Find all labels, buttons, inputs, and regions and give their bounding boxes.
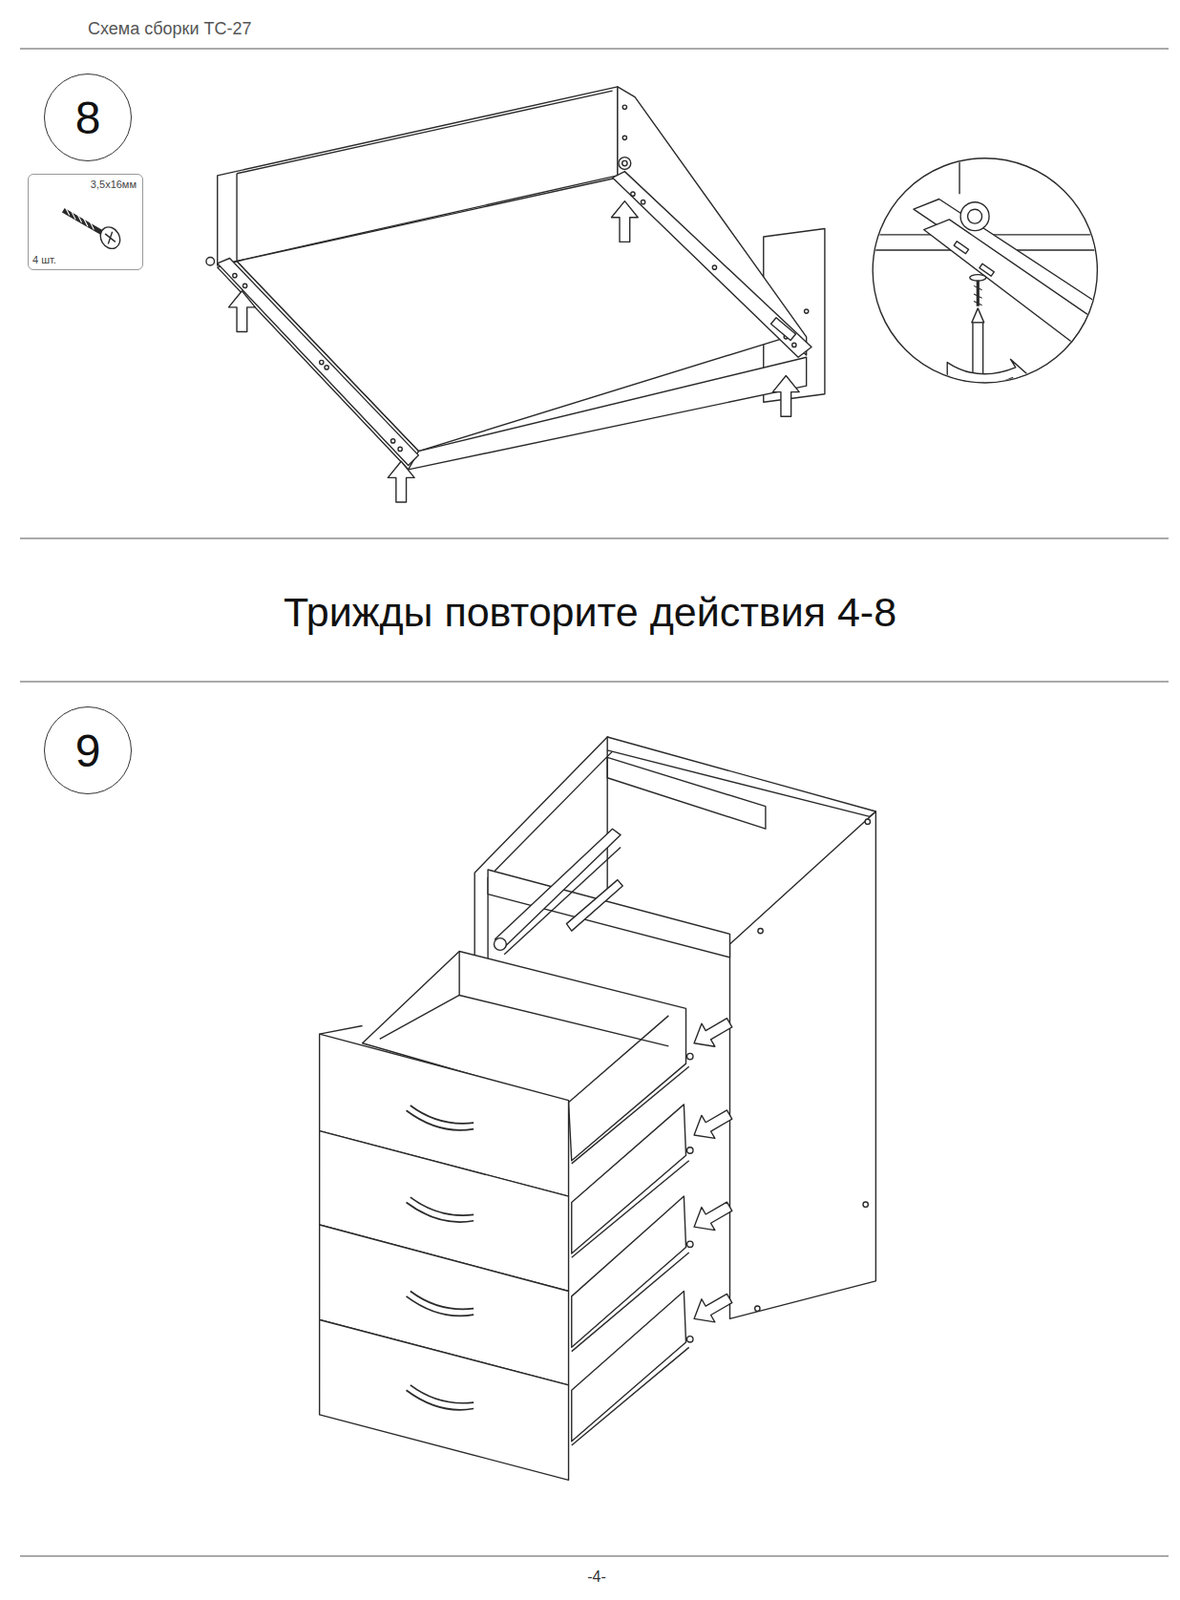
- rule-line: [20, 48, 1169, 50]
- fastener-spec: 4 шт.: [32, 253, 57, 266]
- page-number: -4-: [587, 1568, 607, 1586]
- screw-icon: [63, 207, 124, 253]
- direction-arrow: [229, 201, 801, 503]
- fastener-box: 3,5x16мм 4 шт.: [27, 173, 144, 271]
- rule-line: [20, 1556, 1169, 1558]
- step-number-text: 9: [75, 724, 102, 778]
- step-number: 8: [43, 73, 132, 162]
- step-number-text: 8: [75, 91, 102, 145]
- rule-line: [20, 681, 1169, 683]
- page-header: Схема сборки ТС-27: [87, 19, 252, 40]
- drawer-front: [319, 1026, 569, 1481]
- fastener-spec: 3,5x16мм: [90, 178, 137, 190]
- drawer-handle: [406, 1105, 475, 1411]
- detail-zoom: [867, 152, 1103, 408]
- line-art: [63, 86, 1102, 1480]
- rule-line: [20, 538, 1169, 540]
- instruction-note: Трижды повторите действия 4-8: [283, 589, 897, 636]
- direction-arrow: [687, 1011, 737, 1330]
- drawer-frame: [206, 86, 825, 470]
- step-number: 9: [43, 706, 132, 795]
